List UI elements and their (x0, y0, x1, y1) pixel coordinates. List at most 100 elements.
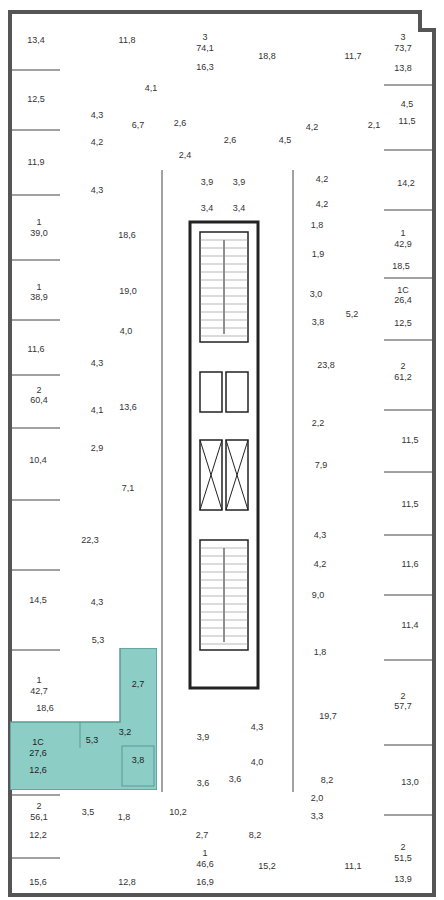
area-label: 4,5 (278, 135, 293, 145)
area-label: 7,9 (314, 460, 329, 470)
area-label: 4,3 (250, 722, 265, 732)
area-label: 3,8 (311, 317, 326, 327)
stair-tread (200, 248, 224, 249)
stair-tread (200, 304, 224, 305)
area-label: 11,5 (401, 435, 420, 445)
stair-tread (200, 644, 224, 645)
stair-tread (224, 264, 248, 265)
area-label: 10,4 (28, 455, 48, 465)
stair-tread (224, 328, 248, 329)
area-label: 12,5 (26, 94, 46, 104)
area-label: 5,3 (86, 735, 99, 745)
area-label: 18,8 (257, 51, 277, 61)
area-label: 11,9 (27, 157, 46, 167)
area-label: 3,3 (310, 811, 325, 821)
stair-tread (224, 628, 248, 629)
area-label: 4,3 (90, 358, 105, 368)
stair-tread (224, 336, 248, 337)
stair-tread (224, 636, 248, 637)
area-label: 1 (399, 228, 406, 238)
area-label: 27,6 (29, 748, 47, 758)
area-label: 26,4 (393, 295, 413, 305)
stair-tread (200, 320, 224, 321)
area-label: 2,0 (310, 793, 325, 803)
area-label: 1,8 (310, 220, 325, 230)
area-label: 22,3 (80, 535, 100, 545)
area-label: 3,2 (119, 727, 132, 737)
area-label: 11,8 (118, 35, 137, 45)
area-label: 3,8 (132, 755, 145, 765)
selected-apartment: 2,73,21С27,65,33,812,6 (10, 648, 157, 790)
area-label: 1 (35, 217, 42, 227)
area-label: 13,6 (118, 402, 138, 412)
area-label: 9,0 (311, 590, 326, 600)
stair-tread (224, 580, 248, 581)
area-label: 39,0 (29, 228, 49, 238)
area-label: 3,4 (200, 203, 215, 213)
area-label: 8,2 (248, 830, 263, 840)
area-label: 23,8 (316, 360, 336, 370)
stair-tread (200, 328, 224, 329)
stair-tread (200, 612, 224, 613)
area-label: 60,4 (29, 395, 49, 405)
area-label: 19,7 (318, 711, 338, 721)
stair-tread (224, 256, 248, 257)
area-label: 10,2 (168, 807, 188, 817)
area-label: 3,9 (196, 732, 211, 742)
area-label: 1С (32, 737, 44, 747)
area-label: 46,6 (195, 859, 215, 869)
area-label: 19,0 (118, 286, 138, 296)
stair-tread (200, 264, 224, 265)
stair-tread (200, 580, 224, 581)
area-label: 2 (399, 361, 406, 371)
stair-tread (200, 636, 224, 637)
area-label: 16,9 (195, 877, 215, 887)
stair-tread (200, 548, 224, 549)
area-label: 74,1 (195, 43, 215, 53)
area-label: 1 (35, 282, 42, 292)
area-label: 13,8 (393, 63, 413, 73)
area-label: 8,2 (320, 775, 335, 785)
area-label: 1 (35, 675, 42, 685)
area-label: 3,9 (232, 177, 247, 187)
stair-tread (224, 612, 248, 613)
area-label: 56,1 (29, 812, 49, 822)
stair-tread (200, 572, 224, 573)
area-label: 4,3 (90, 185, 105, 195)
stair-tread (200, 564, 224, 565)
area-label: 1,9 (311, 249, 326, 259)
area-label: 1,8 (117, 812, 132, 822)
stair-tread (224, 240, 248, 241)
stair-tread (224, 272, 248, 273)
area-label: 1С (396, 285, 410, 295)
stair-tread (224, 280, 248, 281)
area-label: 4,2 (313, 559, 328, 569)
area-label: 2,7 (132, 679, 145, 689)
area-label: 14,2 (396, 178, 416, 188)
area-label: 1,8 (313, 647, 328, 657)
area-label: 3,4 (232, 203, 247, 213)
stair-tread (224, 288, 248, 289)
area-label: 4,0 (250, 757, 265, 767)
stair-tread (200, 336, 224, 337)
stair-tread (200, 596, 224, 597)
area-label: 3,5 (81, 807, 96, 817)
stair-tread (200, 256, 224, 257)
area-label: 5,2 (345, 309, 360, 319)
area-label: 38,9 (29, 292, 49, 302)
stair-tread (200, 556, 224, 557)
area-label: 42,7 (29, 686, 49, 696)
stair-tread (200, 280, 224, 281)
area-label: 4,2 (315, 174, 330, 184)
area-label: 4,2 (305, 122, 320, 132)
area-label: 4,3 (90, 110, 105, 120)
area-label: 1 (201, 848, 208, 858)
area-label: 4,2 (90, 137, 105, 147)
area-label: 3 (201, 32, 208, 42)
stair-tread (200, 628, 224, 629)
area-label: 2,4 (178, 150, 193, 160)
area-label: 13,0 (400, 777, 420, 787)
area-label: 4,5 (400, 99, 415, 109)
stair-tread (200, 604, 224, 605)
area-label: 13,4 (26, 35, 46, 45)
